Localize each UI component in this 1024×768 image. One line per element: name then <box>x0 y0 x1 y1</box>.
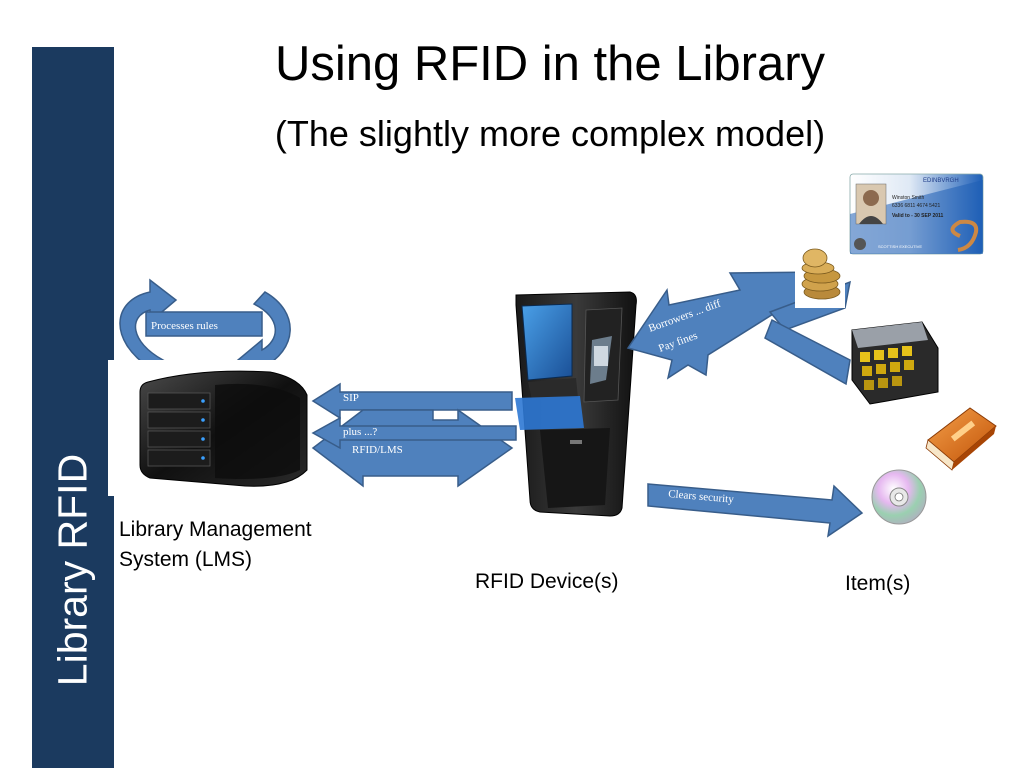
book-image <box>925 407 997 471</box>
items-caption: Item(s) <box>845 572 911 595</box>
library-card-image <box>849 173 984 255</box>
lms-caption-line1: Library Management <box>119 518 312 541</box>
lms-server-image <box>108 360 308 496</box>
card-valid: Valid to - 30 SEP 2011 <box>892 213 944 219</box>
lms-caption-line2: System (LMS) <box>119 548 253 571</box>
clears-security-label: Clears security <box>668 488 735 506</box>
rfid-lms-double-arrow <box>311 408 517 488</box>
rfid-lms-label: RFID/LMS <box>352 444 403 456</box>
sidebar-band <box>32 47 114 768</box>
cd-image <box>871 469 927 525</box>
rfid-kiosk-image <box>515 291 637 517</box>
card-name: Winston Smith <box>892 195 924 201</box>
storage-box-image <box>851 321 939 405</box>
card-issuer: SCOTTISH EXECUTIVE <box>878 244 922 249</box>
lms-caption: Library Management System (LMS) <box>119 515 312 575</box>
card-number: 6336 6811 4674 5421 <box>892 203 941 209</box>
device-caption: RFID Device(s) <box>475 570 619 593</box>
sip-label: SIP <box>343 392 359 404</box>
plus-label: plus ...? <box>343 426 377 438</box>
slide-title: Using RFID in the Library <box>274 37 826 91</box>
coins-image <box>795 244 845 308</box>
process-cycle-arrows <box>119 278 291 382</box>
card-brand: EDINBVRGH <box>923 178 959 184</box>
processes-rules-label: Processes rules <box>151 320 218 332</box>
clears-security-arrow <box>647 483 864 538</box>
slide-subtitle: (The slightly more complex model) <box>274 113 826 154</box>
